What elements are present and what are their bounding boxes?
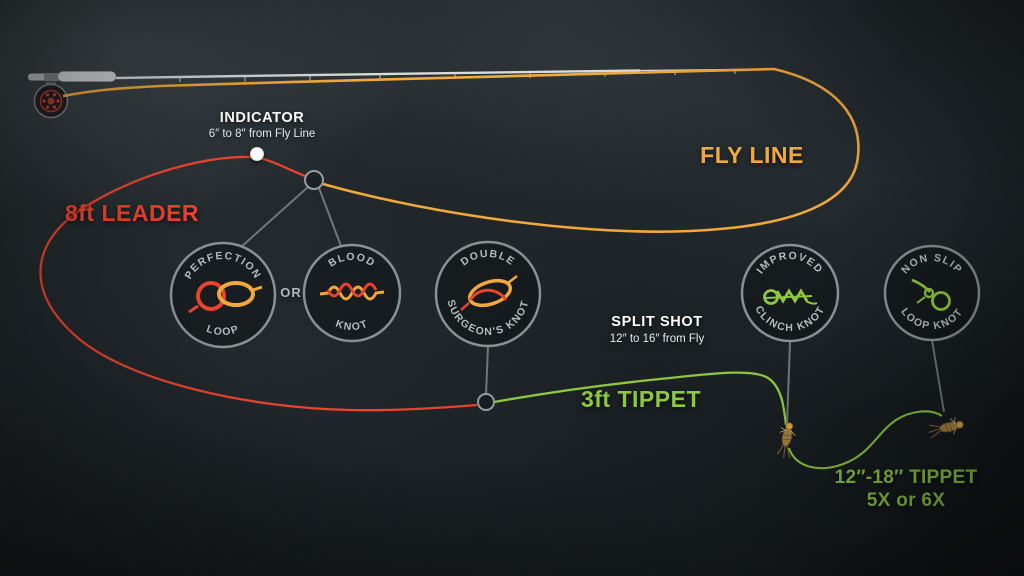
- split-shot-label: SPLIT SHOT: [611, 314, 702, 330]
- connector-clinch-to-fly: [786, 341, 791, 425]
- tippet2-path: [787, 410, 943, 470]
- knot-circle-perfection-loop: PERFECTION LOOP: [169, 241, 277, 349]
- fly-reel: [33, 82, 69, 119]
- reel-seat: [44, 73, 60, 81]
- indicator-sublabel: 6″ to 8″ from Fly Line: [209, 128, 316, 140]
- fly-nymph-1: [776, 422, 796, 459]
- connector-nonslip-to-fly: [931, 339, 945, 413]
- junction-leader-tippet: [477, 393, 495, 411]
- tippet2-label: 12″-18″ TIPPET: [835, 467, 978, 488]
- indicator-label: INDICATOR: [220, 110, 305, 126]
- knot-circle-improved-clinch-knot: IMPROVED CLINCH KNOT: [740, 243, 840, 343]
- fly-rod: [28, 68, 777, 119]
- rod-handle: [57, 71, 117, 82]
- connector-surgeons-to-junction: [485, 345, 489, 396]
- fly-nymph-2: [928, 417, 964, 439]
- tippet-label: 3ft TIPPET: [581, 386, 701, 412]
- knot-circle-non-slip-loop-knot: NON SLIP LOOP KNOT: [883, 244, 981, 342]
- junction-fly-line-leader: [304, 170, 324, 190]
- fly-line-label: FLY LINE: [700, 142, 804, 168]
- split-shot-sublabel: 12″ to 16″ from Fly: [610, 333, 705, 345]
- connector-junction-to-blood: [318, 187, 342, 247]
- indicator-dot: [250, 147, 264, 161]
- knot-circle-blood-knot: BLOOD KNOT: [302, 243, 402, 343]
- or-label: OR: [280, 285, 302, 300]
- knot-circle-double-surgeons-knot: DOUBLE SURGEON'S KNOT: [434, 240, 542, 348]
- connector-junction-to-perfection: [240, 186, 309, 248]
- tippet2-sub-label: 5X or 6X: [867, 490, 945, 511]
- leader-label: 8ft LEADER: [65, 200, 199, 226]
